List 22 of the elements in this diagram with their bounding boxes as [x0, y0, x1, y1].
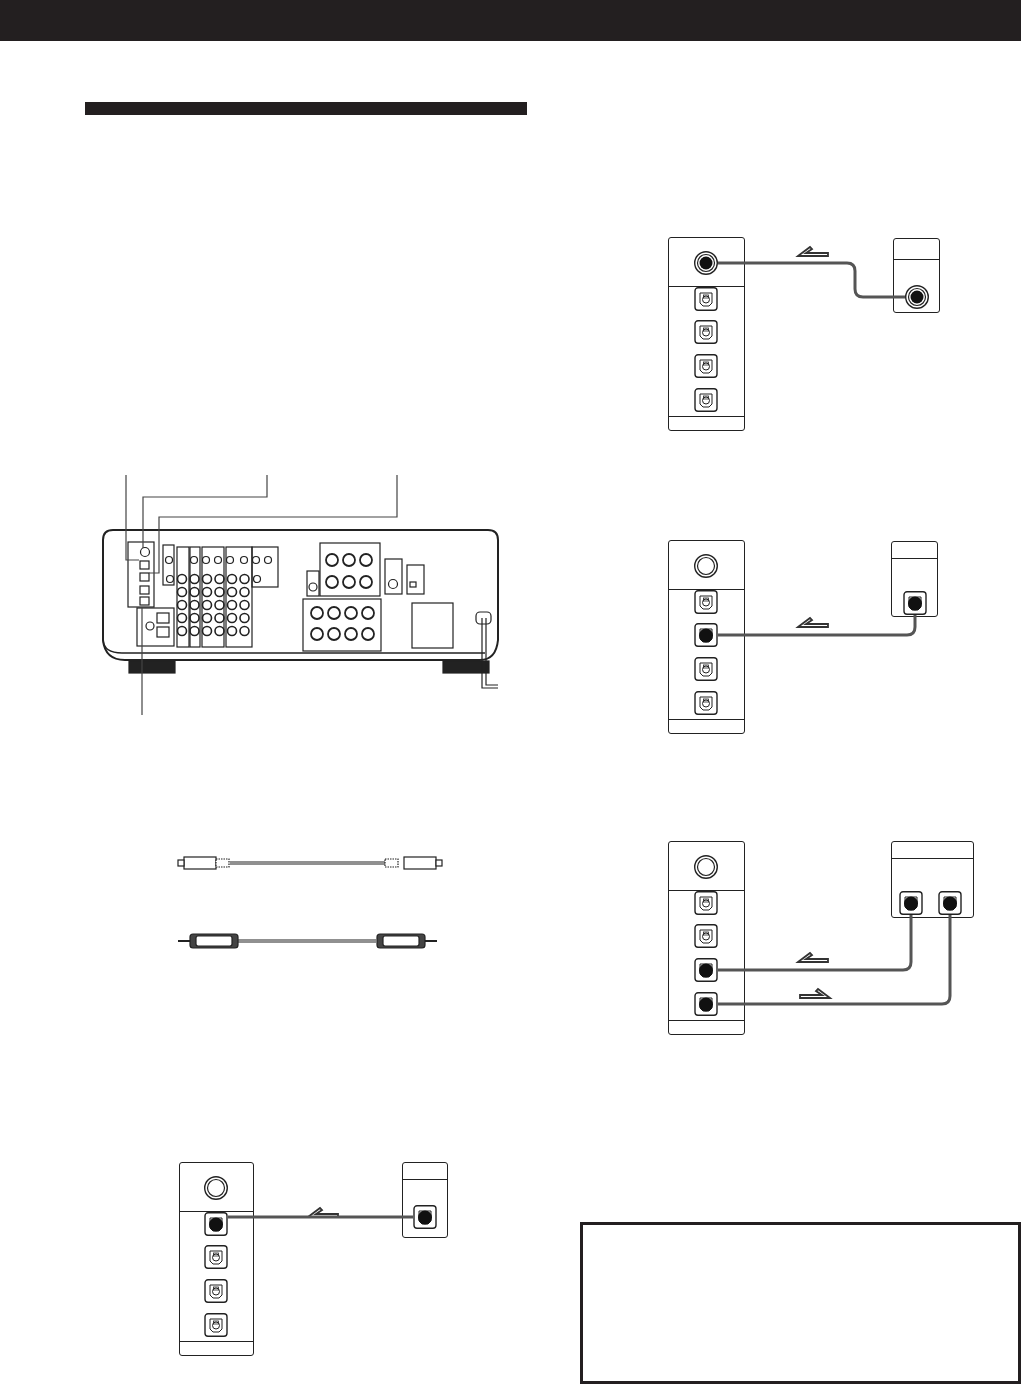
optical-jack — [413, 1205, 437, 1229]
device-jack-panel — [402, 1162, 448, 1238]
cable — [718, 915, 952, 1006]
coax-jack — [905, 285, 929, 309]
optical-jack — [694, 958, 718, 982]
optical-jack — [899, 891, 923, 915]
optical-jack — [694, 623, 718, 647]
cable — [718, 261, 905, 299]
cable — [228, 1215, 413, 1219]
device-jack-panel — [893, 238, 940, 313]
optical-jack — [903, 591, 927, 615]
receiver-jack-panel — [668, 841, 745, 1035]
receiver-jack-panel — [668, 540, 745, 734]
optical-jack — [204, 1212, 228, 1236]
receiver-jack-panel — [179, 1162, 254, 1356]
cable — [718, 915, 913, 972]
device-jack-panel — [891, 841, 974, 918]
optical-jack — [938, 891, 962, 915]
optical-jack — [694, 992, 718, 1016]
receiver-jack-panel — [668, 237, 745, 431]
coax-jack — [694, 251, 718, 275]
device-jack-panel — [891, 541, 938, 617]
